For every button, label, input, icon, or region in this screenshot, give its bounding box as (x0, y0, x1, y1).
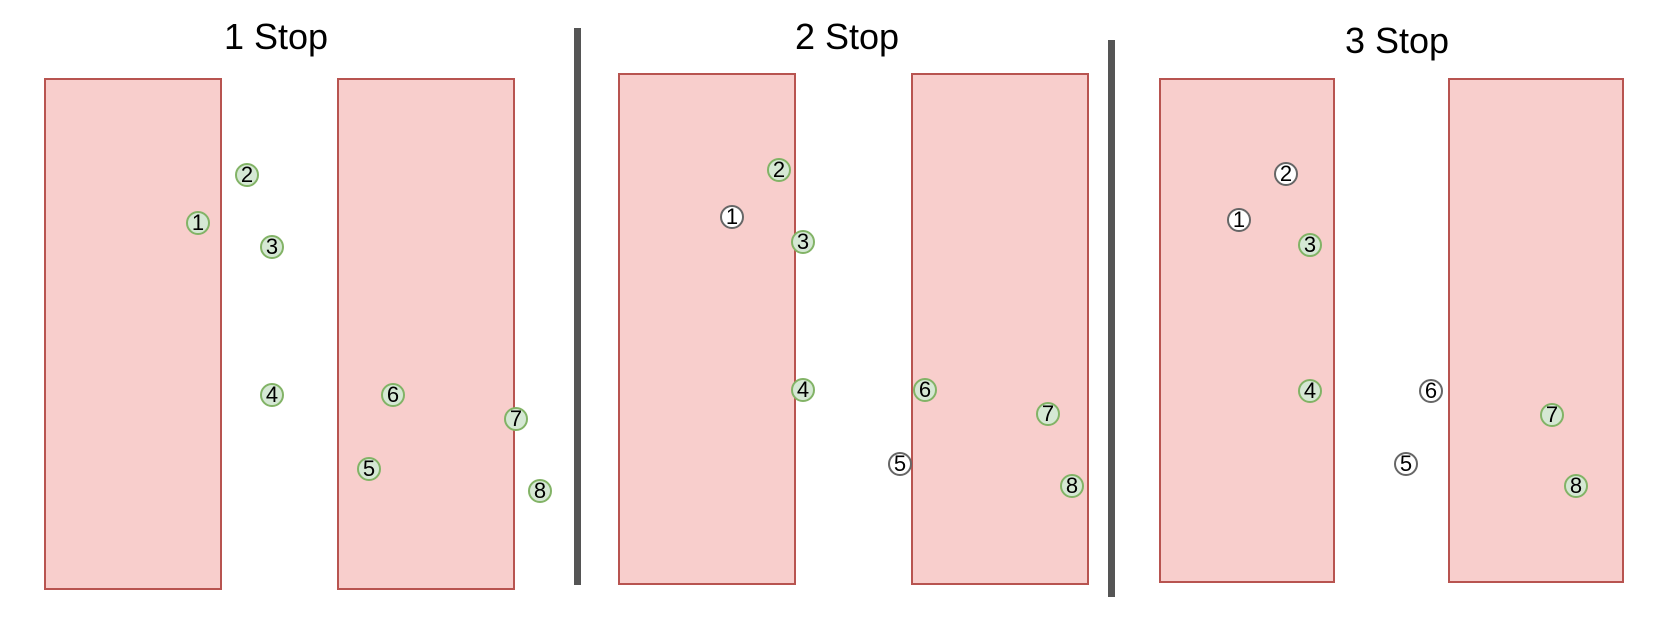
panel-2-right-rack (911, 73, 1089, 585)
panel-2-title: 2 Stop (795, 16, 900, 57)
panel-3-node-7: 7 (1540, 403, 1564, 427)
panel-3-node-1: 1 (1227, 208, 1251, 232)
panel-1-left-rack (44, 78, 222, 590)
panel-1-node-2: 2 (235, 163, 259, 187)
panel-2-node-5: 5 (888, 452, 912, 476)
divider-1 (574, 28, 581, 585)
panel-3-left-rack (1159, 78, 1335, 583)
panel-3-node-2: 2 (1274, 162, 1298, 186)
panel-1-node-4: 4 (260, 383, 284, 407)
panel-2-node-4: 4 (791, 378, 815, 402)
panel-2-node-6: 6 (913, 378, 937, 402)
panel-2-node-1: 1 (720, 205, 744, 229)
panel-1-node-6: 6 (381, 383, 405, 407)
panel-2-node-3: 3 (791, 230, 815, 254)
panel-3-node-6: 6 (1419, 379, 1443, 403)
panel-2-left-rack (618, 73, 796, 585)
panel-1-node-3: 3 (260, 235, 284, 259)
panel-1-right-rack (337, 78, 515, 590)
divider-2 (1108, 40, 1115, 597)
panel-1-node-5: 5 (357, 457, 381, 481)
panel-2-node-7: 7 (1036, 402, 1060, 426)
panel-1-node-7: 7 (504, 407, 528, 431)
panel-1-node-8: 8 (528, 479, 552, 503)
panel-3-node-3: 3 (1298, 233, 1322, 257)
panel-2-node-8: 8 (1060, 474, 1084, 498)
panel-2-node-2: 2 (767, 158, 791, 182)
panel-3-node-8: 8 (1564, 474, 1588, 498)
panel-3-node-4: 4 (1298, 379, 1322, 403)
panel-3-title: 3 Stop (1345, 20, 1450, 61)
panel-3-node-5: 5 (1394, 452, 1418, 476)
panel-3-right-rack (1448, 78, 1624, 583)
panel-1-node-1: 1 (186, 211, 210, 235)
panel-1-title: 1 Stop (224, 16, 329, 57)
